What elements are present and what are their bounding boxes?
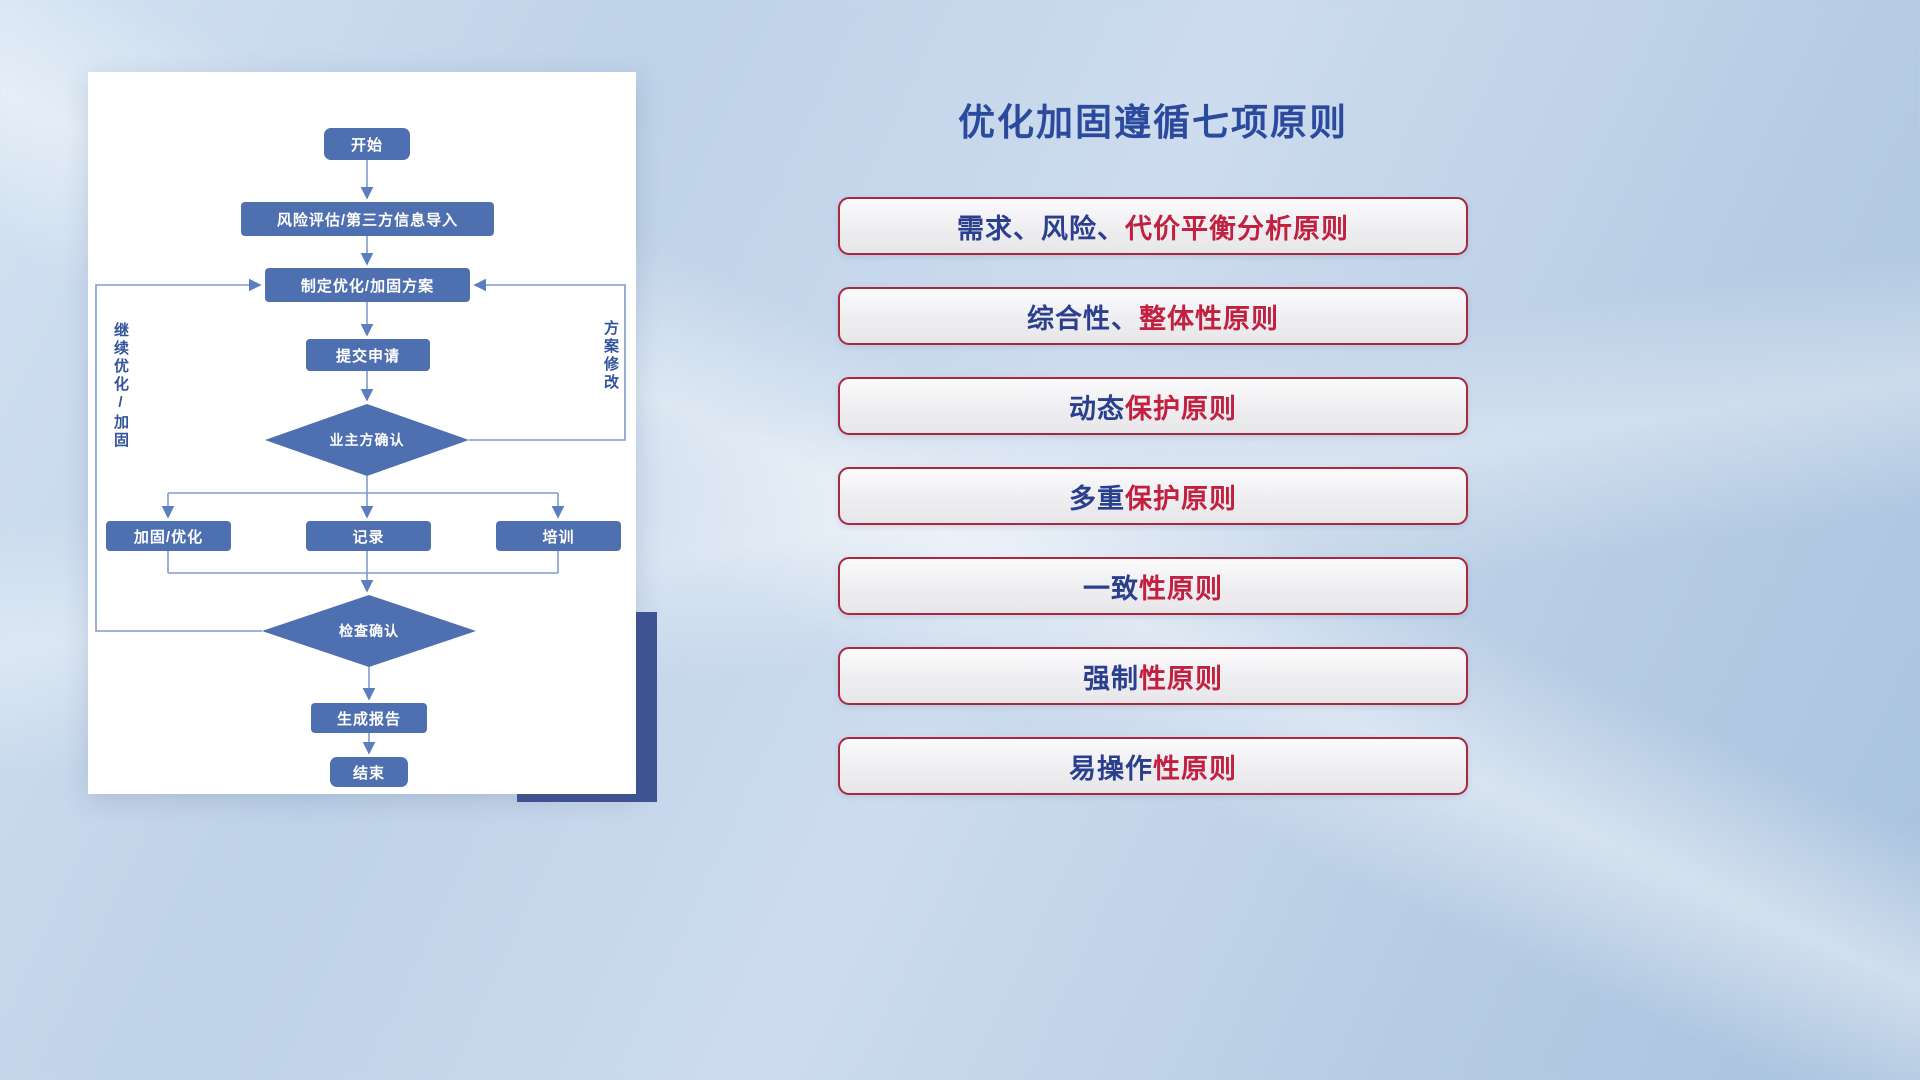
principle-text-blue: 一致 <box>1083 573 1139 604</box>
principle-text-blue: 强制 <box>1083 663 1139 694</box>
principle-text-blue: 综合性、 <box>1027 303 1139 334</box>
principle-text-blue: 多重 <box>1069 483 1125 514</box>
flowchart-card: 开始 风险评估/第三方信息导入 制定优化/加固方案 提交申请 业主方确认 加固/… <box>88 72 636 794</box>
flowchart-connectors <box>95 160 626 755</box>
principle-item-3: 动态保护原则 <box>838 377 1468 435</box>
flow-node-reinforce-optimize: 加固/优化 <box>106 521 231 551</box>
principle-text-red: 性原则 <box>1139 663 1223 694</box>
principle-item-2: 综合性、整体性原则 <box>838 287 1468 345</box>
principle-item-4: 多重保护原则 <box>838 467 1468 525</box>
flow-node-generate-report: 生成报告 <box>311 703 427 733</box>
principle-text-blue: 动态 <box>1069 393 1125 424</box>
flow-node-make-plan: 制定优化/加固方案 <box>265 268 470 302</box>
flow-label-continue-optimize: 继续优化/加固 <box>112 322 129 450</box>
principle-text-red: 性原则 <box>1153 753 1237 784</box>
flow-node-owner-confirm-label: 业主方确认 <box>329 432 405 448</box>
flow-node-check-confirm-label: 检查确认 <box>339 623 399 639</box>
flow-node-submit-request: 提交申请 <box>306 339 430 371</box>
principle-text-blue: 易操作 <box>1069 753 1153 784</box>
principle-text-red: 整体性原则 <box>1139 303 1279 334</box>
principle-item-5: 一致性原则 <box>838 557 1468 615</box>
flow-node-risk-assessment: 风险评估/第三方信息导入 <box>241 202 494 236</box>
principle-text-red: 保护原则 <box>1125 483 1237 514</box>
principle-text-blue: 需求、风险、 <box>957 213 1125 244</box>
principles-list: 需求、风险、代价平衡分析原则 综合性、整体性原则 动态保护原则 多重保护原则 一… <box>838 197 1468 795</box>
diamond-check-confirm <box>262 595 476 667</box>
principle-item-6: 强制性原则 <box>838 647 1468 705</box>
principle-item-1: 需求、风险、代价平衡分析原则 <box>838 197 1468 255</box>
flow-node-training: 培训 <box>496 521 621 551</box>
flow-node-start: 开始 <box>324 128 410 160</box>
diamond-owner-confirm <box>265 404 469 476</box>
principle-text-red: 性原则 <box>1139 573 1223 604</box>
flow-node-record: 记录 <box>306 521 431 551</box>
flow-node-end: 结束 <box>330 757 408 787</box>
principle-item-7: 易操作性原则 <box>838 737 1468 795</box>
page-title: 优化加固遵循七项原则 <box>958 102 1348 143</box>
principle-text-red: 代价平衡分析原则 <box>1125 213 1349 244</box>
principle-text-red: 保护原则 <box>1125 393 1237 424</box>
flow-label-plan-revision: 方案修改 <box>602 320 619 392</box>
